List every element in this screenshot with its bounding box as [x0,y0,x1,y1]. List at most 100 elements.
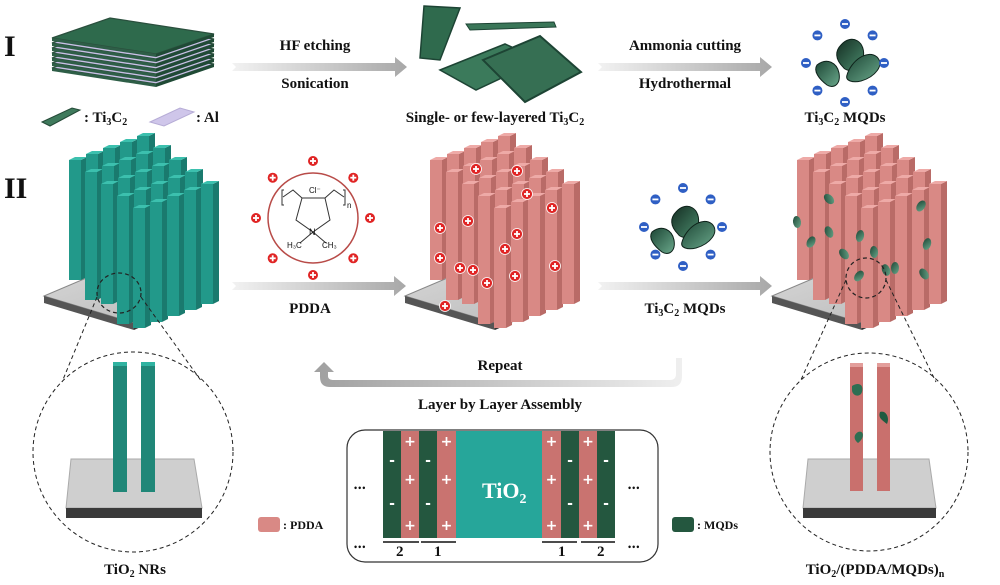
pdda-methyl-right: CH₃ [322,241,337,250]
nanorod [201,184,213,304]
attached-mqd [916,200,926,212]
arrow1-bottom-label: Sonication [281,76,349,92]
nanorod-top [546,169,564,172]
plus-sign: + [440,472,453,488]
legend-al-swatch [148,107,196,127]
nanorod-top [133,205,151,208]
nanorod-top [153,145,171,148]
nanorod-top [863,169,881,172]
attached-mqd [869,246,879,258]
minus-sign: - [567,496,573,512]
plus-sign: + [582,518,594,534]
charge-bar [641,226,647,228]
nanorod-top [151,181,169,184]
ellipsis-right-bottom: ••• [628,542,641,552]
nanorod-side [574,181,580,304]
attached-mqd [806,236,816,248]
nanorod-top [878,199,896,202]
charge-bar-vertical [439,255,441,261]
nanorod-top [185,169,203,172]
tio2-nanorod-array [42,133,219,330]
zoom-callout-left [32,272,234,553]
plus-sign: + [404,434,416,450]
nanorod-top [102,163,120,166]
charge-bar [814,34,821,37]
nanorod-side [196,187,202,310]
legend-pdda-label: : PDDA [283,518,324,532]
attached-mqd [919,268,929,280]
nanorod-side [907,193,913,316]
legend-mqds-label: : MQDs [697,518,738,532]
nanorod-top [497,151,515,154]
nanorod-top [136,151,154,154]
nanorod-top [529,175,547,178]
nanorod-top [462,181,480,184]
nanorod-top [831,145,849,148]
nanorod-top [120,139,138,142]
nanorod [184,190,196,310]
repeat-label: Repeat [477,358,523,374]
mqd-layer [419,431,437,538]
nanorod [494,208,506,328]
nanorod [167,196,179,316]
charge-bar [652,198,659,201]
nanorod-side [523,199,529,322]
ti3c2-flakes [419,5,583,104]
legend-mqds-swatch [672,517,694,532]
pdda-coated-nanorod-array [403,133,580,330]
nanorod [69,160,81,280]
pdda-layer [579,431,597,538]
plus-sign: + [545,518,558,534]
nanorod-top [912,187,930,190]
nanorod-top [897,157,915,160]
nanorod-top [137,133,155,136]
charge-bar-vertical [467,218,469,224]
pdda-molecule [267,172,359,264]
charge-bar [814,89,821,92]
nanorod [430,160,442,280]
plus-sign: + [440,518,453,534]
charge-bar [842,101,848,103]
charge-bar [652,253,659,256]
nanorod-top [864,151,882,154]
nanorod-top [881,145,899,148]
nanorod-top [797,157,815,160]
charge-bar-vertical [551,205,553,211]
minus-sign: - [603,496,609,512]
nanorod-top [478,193,496,196]
charge-bar-vertical [369,215,371,221]
stack-layer-edge [52,53,156,72]
pdda-nitrogen: N [309,227,316,237]
charge-bar-vertical [255,215,257,221]
nanorod-top [895,193,913,196]
charge-bar-vertical [352,255,355,262]
nanorod-top [814,151,832,154]
minus-sign: - [425,453,431,469]
nanorod [829,184,841,304]
ellipsis-left-bottom: ••• [354,542,367,552]
nanorod-top [562,181,580,184]
pdda-counterion: Cl⁻ [309,186,321,195]
mqd-negative-charges-2 [639,183,727,271]
stack-layer-edge [156,54,214,77]
mqd-layer [561,431,579,538]
nanorod-top [119,157,137,160]
plus-sign: + [440,434,453,450]
ti3c2-mqds-cluster [815,38,881,87]
legend-pdda-swatch [258,517,280,532]
pdda-layer [401,431,419,538]
stack-layer-edge [52,68,156,87]
nanorod-top [861,205,879,208]
nanorod [813,172,825,300]
attached-mqd [855,230,865,242]
nanorod-top [464,145,482,148]
nanorod-top [830,163,848,166]
stack-layer-edge [156,44,214,67]
charge-bar-vertical [439,225,441,231]
tio2-core-label: TiO2 [482,478,527,507]
stack-layer-edge [156,59,214,82]
nanorod-top [101,181,119,184]
nanorod-top [845,193,863,196]
charge-bar-vertical [271,255,274,262]
